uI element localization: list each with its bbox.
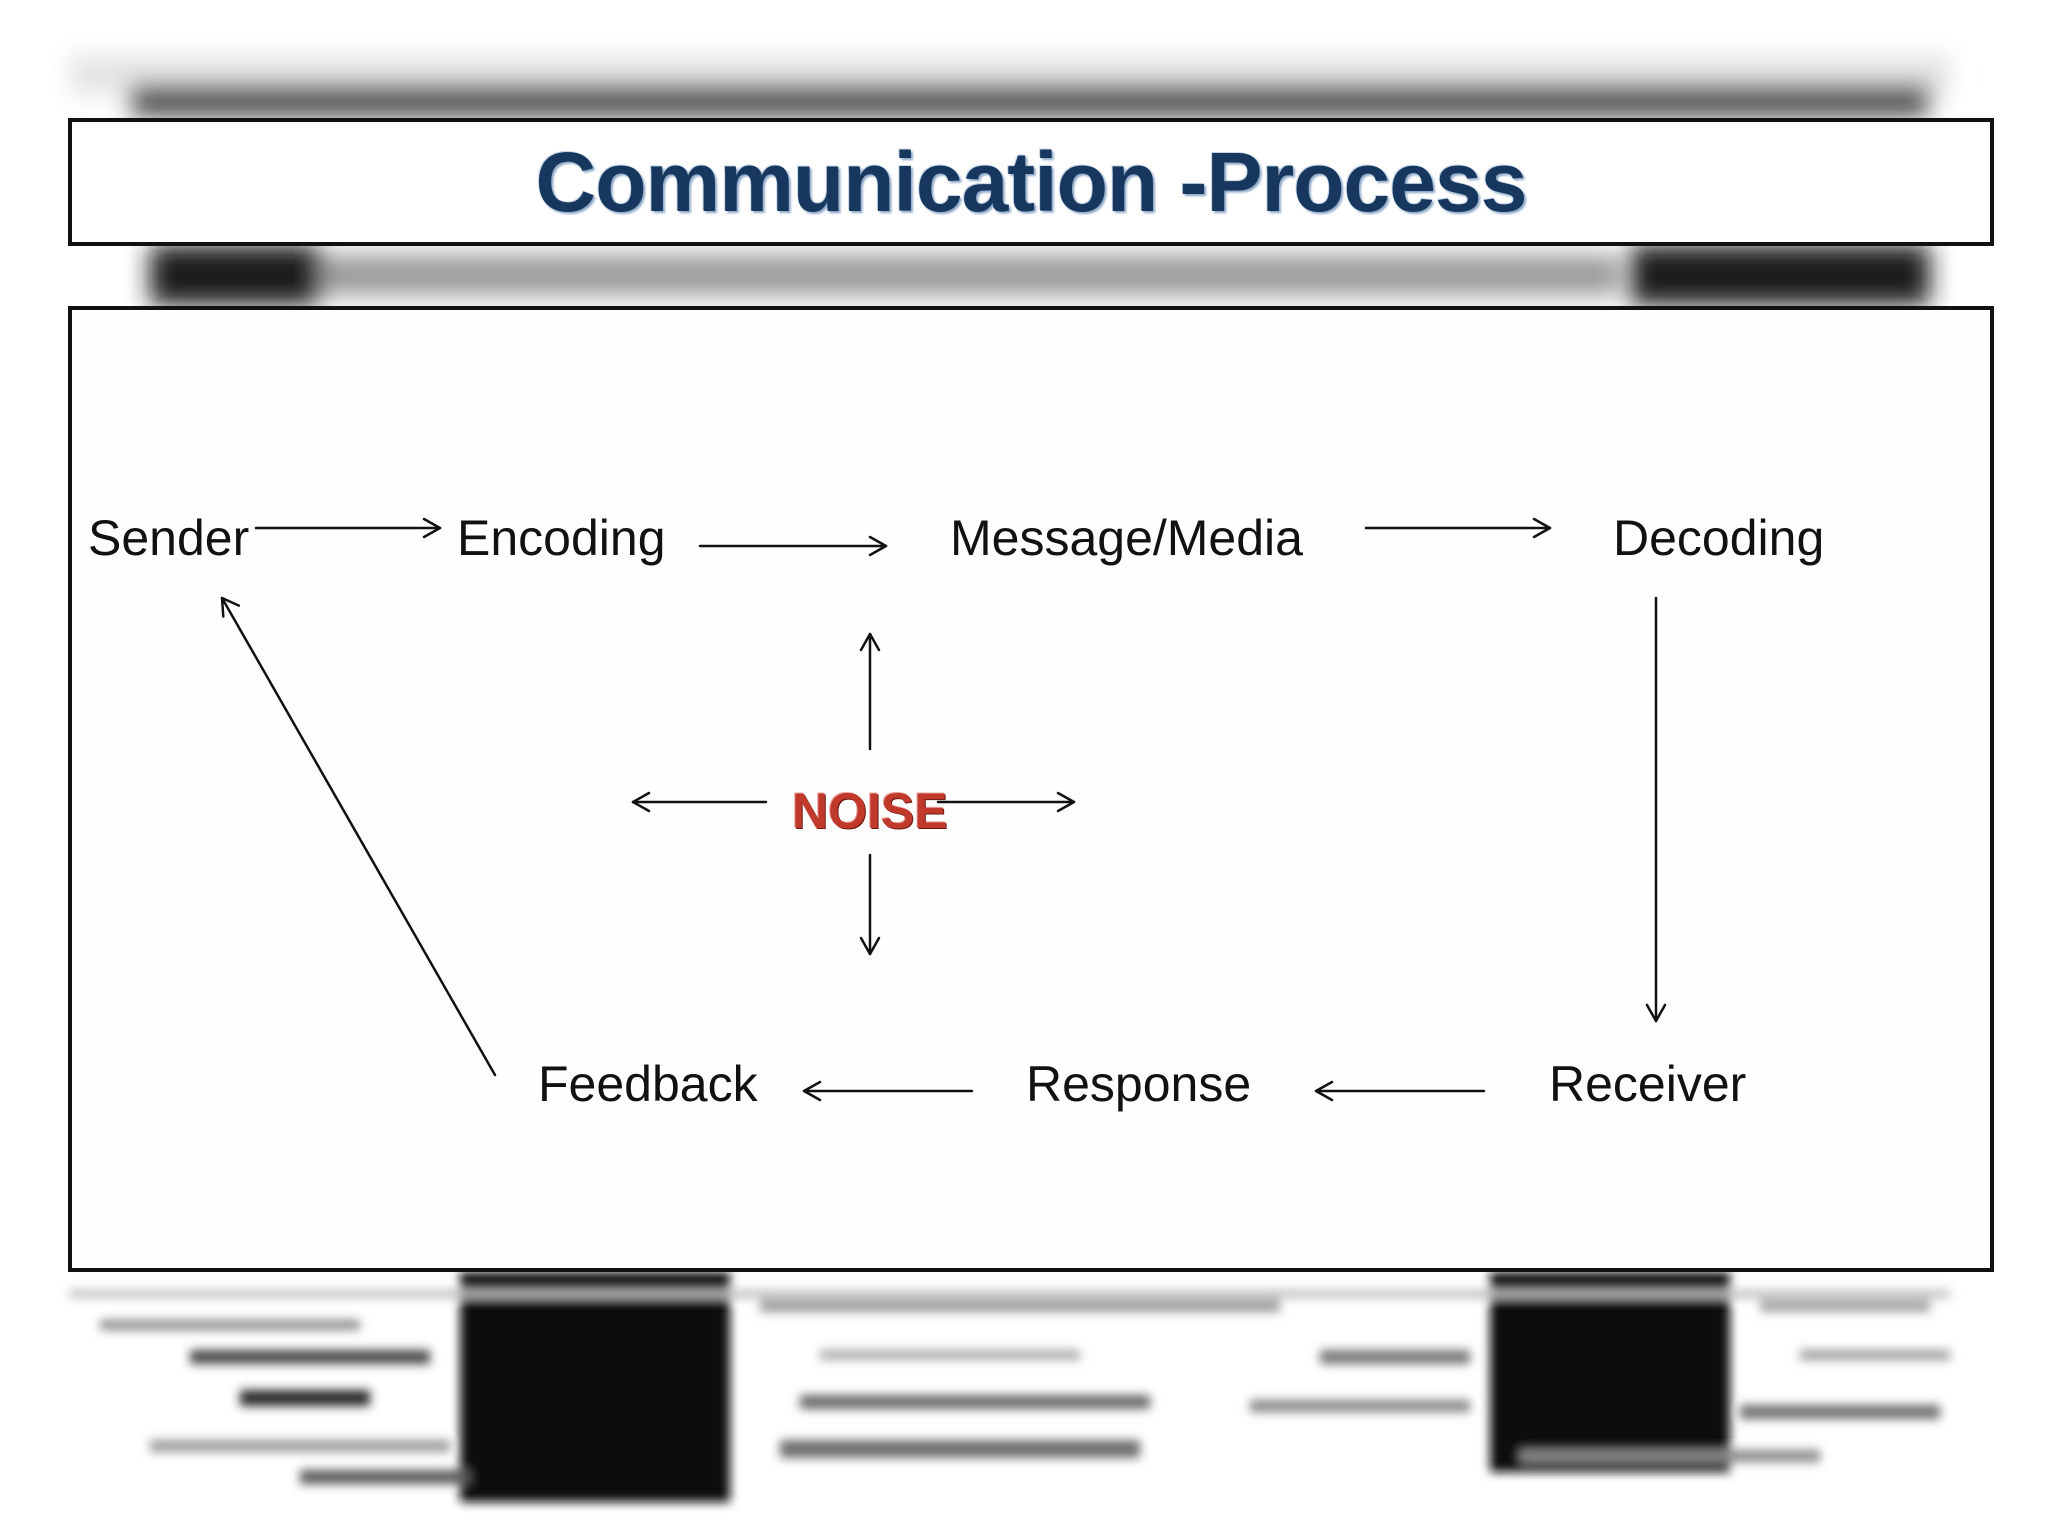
node-decoding: Decoding: [1613, 510, 1825, 566]
slide-title: Communication -Process: [535, 134, 1528, 229]
diagram-panel: [68, 306, 1994, 1272]
node-sender: Sender: [88, 510, 250, 566]
node-encoding: Encoding: [457, 510, 666, 566]
title-banner: Communication -Process: [68, 118, 1994, 246]
node-noise: NOISE: [792, 783, 948, 839]
node-feedback: Feedback: [538, 1056, 758, 1112]
node-message-media: Message/Media: [950, 510, 1303, 566]
node-receiver: Receiver: [1549, 1056, 1747, 1112]
node-response: Response: [1026, 1056, 1252, 1112]
